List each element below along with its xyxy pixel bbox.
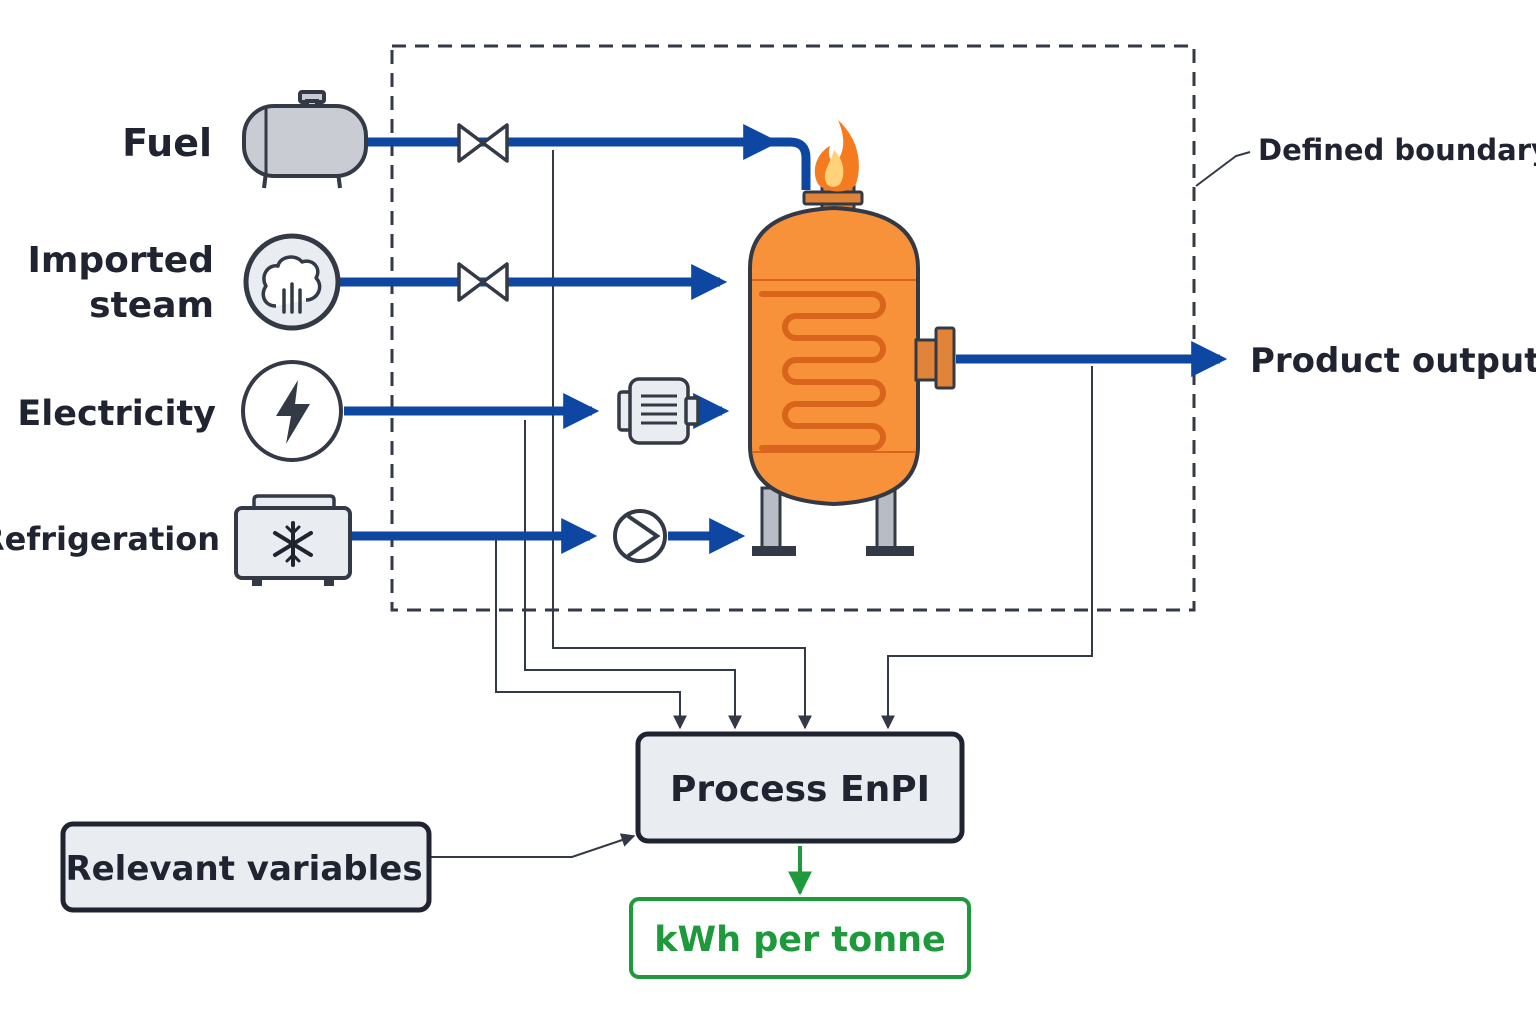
vessel-leg <box>760 486 782 550</box>
meter-line-electricity <box>524 420 742 730</box>
label-refrigeration: Refrigeration <box>0 520 220 558</box>
heating-coil <box>759 291 886 451</box>
meter-lines <box>430 150 1093 858</box>
flame-icon <box>814 120 859 192</box>
label-imported-steam-2: steam <box>89 285 214 326</box>
vessel <box>748 120 956 556</box>
unit-box <box>629 897 971 979</box>
meter-line-variables <box>430 833 636 858</box>
enpi-box <box>635 731 965 844</box>
meter-line-refrigeration <box>495 540 687 730</box>
pipes <box>340 124 1228 554</box>
enpi-label: Process EnPI <box>670 769 930 810</box>
vessel-body <box>748 205 920 507</box>
boundary-label: Defined boundary <box>1258 133 1536 167</box>
pump-icon <box>613 509 667 563</box>
steam-cloud-icon <box>243 233 341 331</box>
variables-label: Relevant variables <box>65 849 422 889</box>
snowflake-icon <box>234 494 352 586</box>
pipe-fuel-riser <box>772 137 811 190</box>
variables-box <box>60 821 432 913</box>
valve-icon <box>457 123 509 163</box>
meter-line-product <box>881 366 1093 730</box>
motor-icon <box>617 377 700 445</box>
label-fuel: Fuel <box>122 121 212 165</box>
defined-boundary <box>390 44 1196 612</box>
label-electricity: Electricity <box>17 394 216 434</box>
valve-icon <box>457 262 509 302</box>
lightning-bolt-icon <box>241 360 343 462</box>
meter-line-fuel <box>552 150 812 730</box>
unit-label: kWh per tonne <box>654 920 946 960</box>
fuel-tank-icon <box>242 90 368 189</box>
label-product-output: Product output <box>1250 341 1536 381</box>
label-imported-steam-1: Imported <box>27 240 214 281</box>
boundary-leader-line <box>1195 151 1251 187</box>
